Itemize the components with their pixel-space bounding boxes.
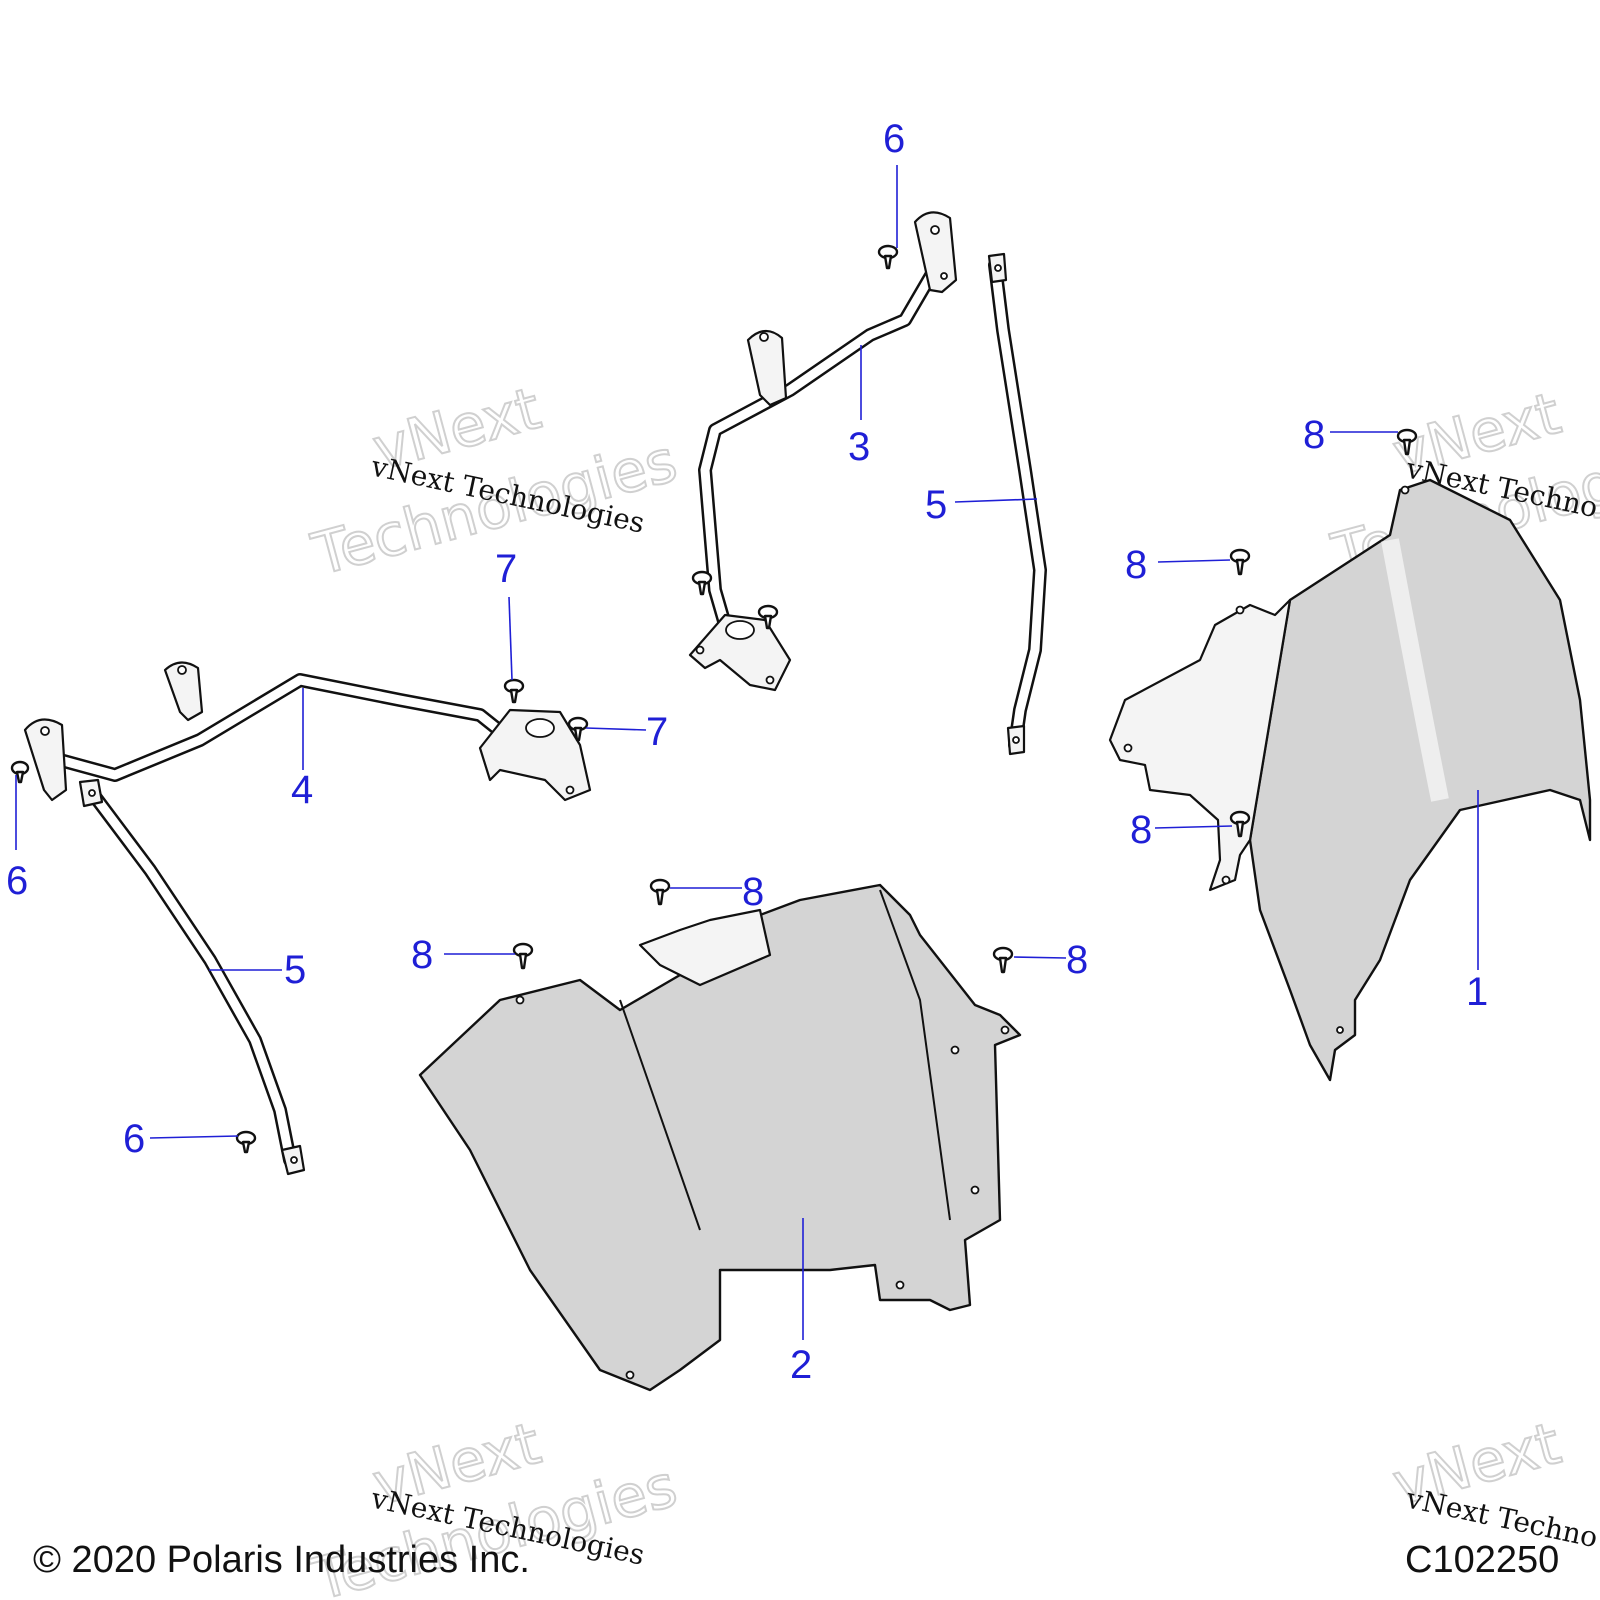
fastener-8 — [512, 942, 534, 970]
fastener-6-left — [10, 760, 30, 784]
callout-8-panel1: 8 — [1130, 808, 1152, 852]
callout-4: 4 — [291, 768, 313, 812]
callout-5-left: 5 — [284, 948, 306, 992]
callout-2: 2 — [790, 1343, 812, 1387]
callout-6-top: 6 — [883, 117, 905, 161]
watermark-lower-right: vNext vNext Techno — [1385, 1408, 1600, 1554]
callout-8-center: 8 — [742, 870, 764, 914]
fastener-set — [10, 244, 1418, 1154]
callouts: 6 3 5 8 8 7 7 4 6 5 6 8 8 8 8 1 2 — [6, 117, 1488, 1387]
part-5-strap-right — [987, 252, 1047, 756]
copyright-text: © 2020 Polaris Industries Inc. — [33, 1539, 530, 1581]
fastener-6-bottom — [235, 1130, 257, 1154]
fastener-6-top — [877, 244, 899, 270]
callout-7-right: 7 — [646, 710, 668, 754]
fastener-7-top — [503, 678, 525, 704]
drawing-id: C102250 — [1405, 1539, 1559, 1581]
callout-8-mid: 8 — [1125, 543, 1147, 587]
fastener-8 — [1229, 548, 1251, 576]
fastener-8 — [649, 878, 671, 906]
callout-8-right: 8 — [1066, 938, 1088, 982]
part-2-lower-panel — [418, 883, 1022, 1392]
part-4-support-rod — [23, 661, 592, 802]
callout-7-top: 7 — [495, 547, 517, 591]
callout-6-bottom: 6 — [123, 1117, 145, 1161]
fastener-8 — [1229, 810, 1251, 838]
fastener-screw — [691, 570, 713, 596]
fastener-7-right — [567, 716, 589, 742]
callout-3: 3 — [848, 425, 870, 469]
part-3-support-rod — [688, 211, 958, 692]
callout-1: 1 — [1466, 970, 1488, 1014]
callout-6-left: 6 — [6, 859, 28, 903]
fastener-screw — [757, 604, 779, 630]
callout-5-right: 5 — [925, 483, 947, 527]
part-5-strap-left — [78, 778, 306, 1176]
fastener-8 — [992, 946, 1014, 974]
fastener-8 — [1396, 428, 1418, 456]
part-1-side-panel — [1108, 478, 1592, 1082]
callout-8-left: 8 — [411, 933, 433, 977]
leader-lines — [15, 165, 1479, 1340]
callout-8-top: 8 — [1303, 413, 1325, 457]
